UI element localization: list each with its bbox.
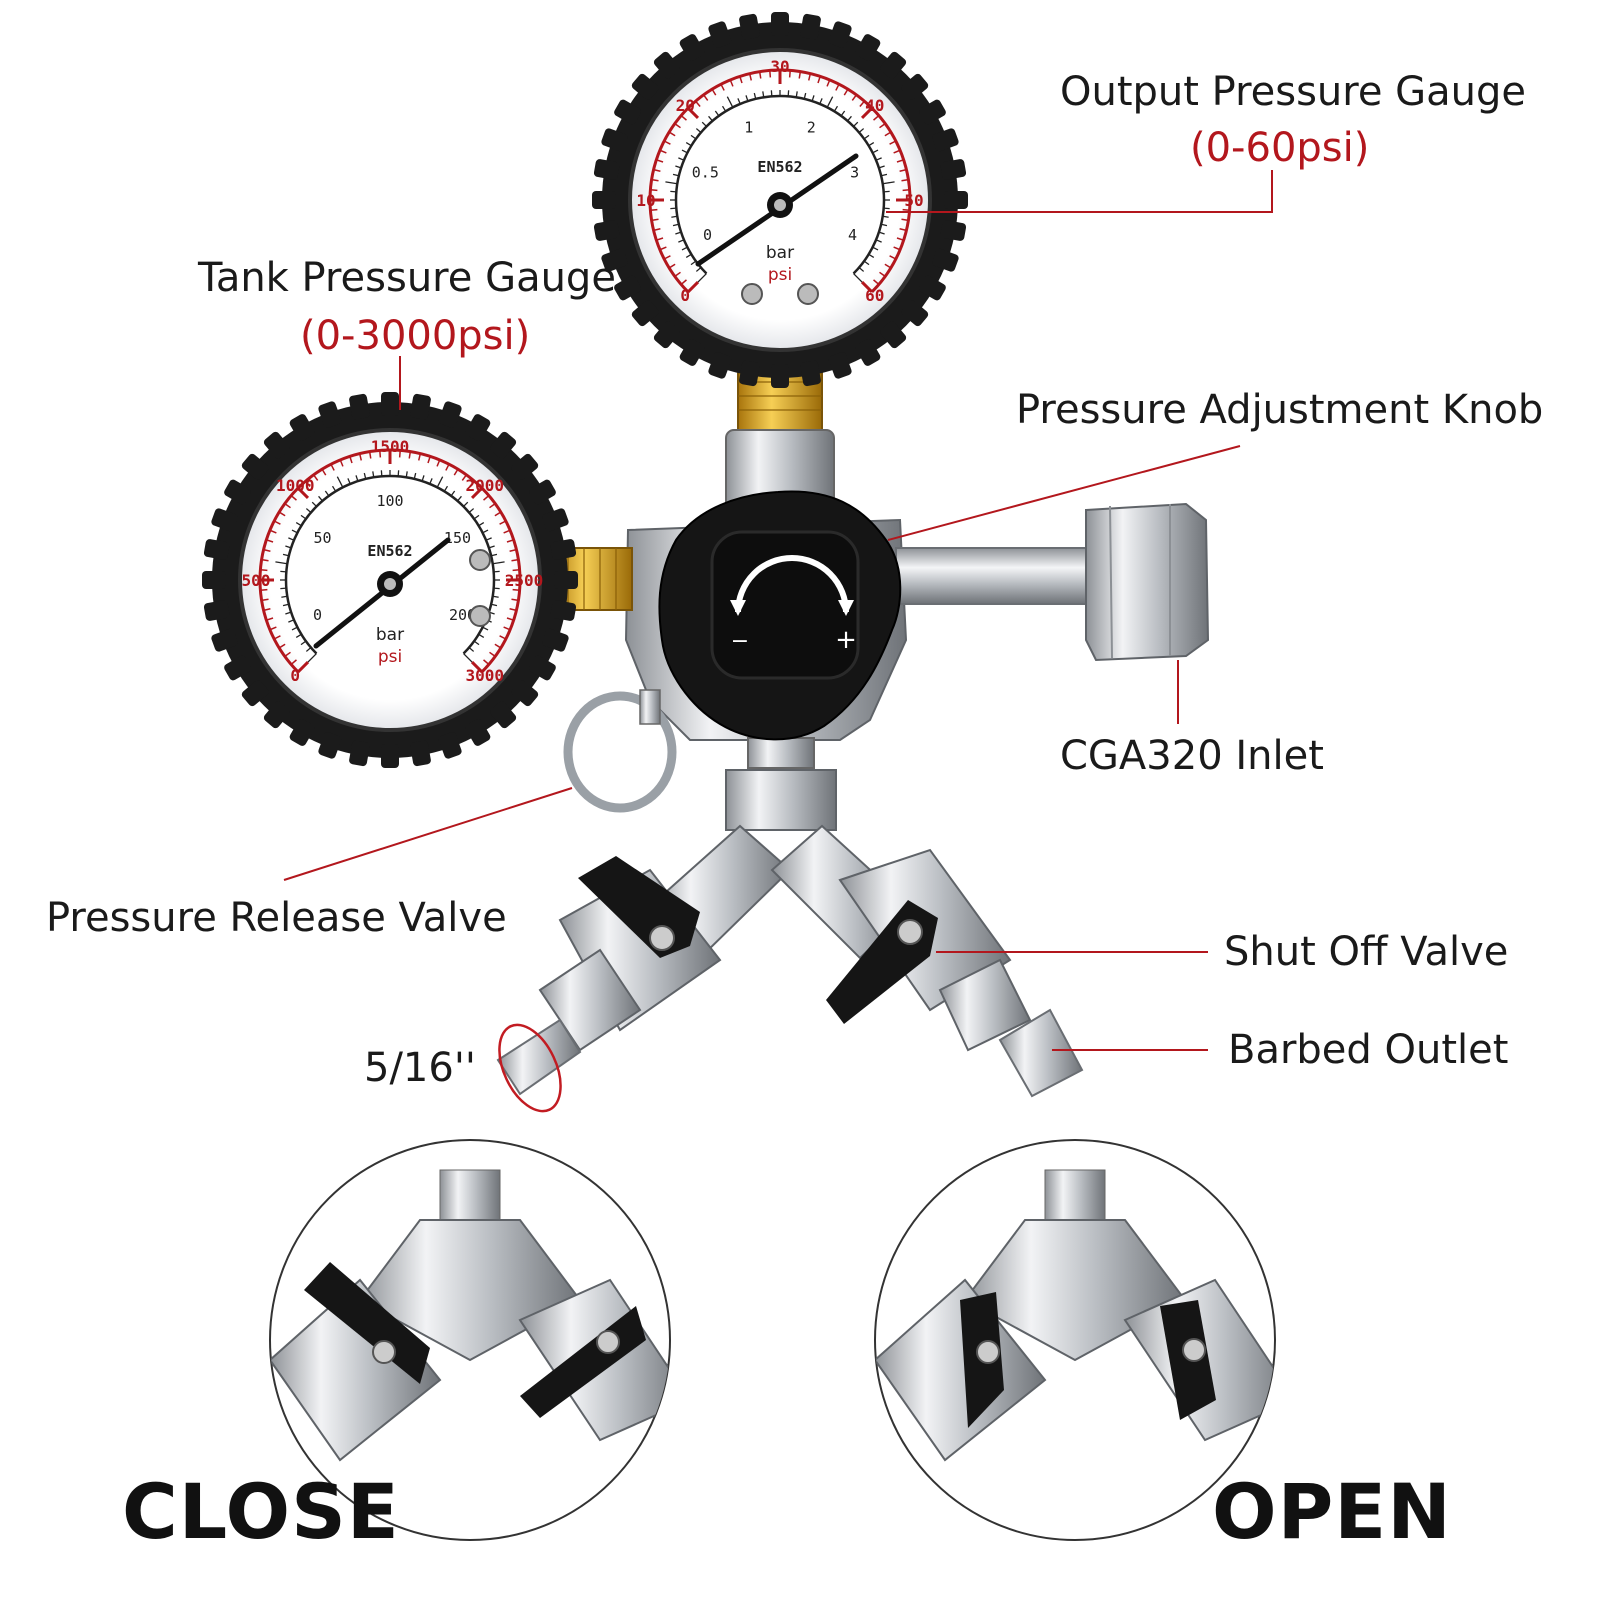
bar-tick	[671, 216, 677, 217]
psi-tick-label: 60	[865, 286, 884, 305]
bezel-tooth	[554, 571, 578, 589]
knob-minus-glyph: −	[731, 629, 749, 654]
psi-tick-label: 2500	[505, 571, 544, 590]
bar-tick	[281, 596, 287, 597]
psi-tick-label: 0	[290, 666, 300, 685]
bar-tick-label: 50	[313, 529, 331, 547]
bar-tick-label: 3	[850, 163, 859, 181]
psi-tick-label: 20	[676, 96, 695, 115]
callout-line-release-valve	[284, 788, 572, 880]
bezel-tooth	[381, 744, 399, 768]
output-gauge-unit-bar: bar	[766, 243, 794, 263]
output-gauge-model: EN562	[757, 158, 802, 176]
output-pressure-gauge: 0 10 20 30 40 50 60 0 0.5 1 2 3 4 EN562 bar psi	[592, 12, 968, 388]
bar-tick	[373, 471, 374, 477]
close-label: CLOSE	[122, 1474, 400, 1550]
bar-tick-label: 4	[848, 226, 857, 244]
barb-size-label: 5/16''	[364, 1048, 476, 1088]
bezel-tooth	[944, 191, 968, 209]
bezel-tooth	[592, 191, 616, 209]
bar-tick-label: 0.5	[692, 163, 719, 181]
knob-label: Pressure Adjustment Knob	[1016, 390, 1543, 430]
bezel-tooth	[381, 392, 399, 416]
psi-tick-label: 40	[865, 96, 884, 115]
release-valve-label: Pressure Release Valve	[46, 898, 507, 938]
psi-tick	[790, 70, 791, 77]
bar-tick	[493, 596, 499, 597]
bar-tick-label: 100	[376, 492, 403, 510]
psi-tick-label: 1500	[371, 437, 410, 456]
bar-tick	[763, 91, 764, 97]
psi-tick-label: 30	[770, 57, 789, 76]
bezel-tooth	[771, 364, 789, 388]
tank-gauge-label: Tank Pressure Gauge	[198, 258, 616, 298]
inlet-label: CGA320 Inlet	[1060, 736, 1324, 776]
psi-tick-label: 50	[904, 191, 923, 210]
output-gauge-label: Output Pressure Gauge	[1060, 72, 1526, 112]
bar-tick-label: 0	[313, 606, 322, 624]
tank-gauge-unit-psi: psi	[378, 647, 402, 667]
output-gauge-range: (0-60psi)	[1190, 128, 1369, 168]
tank-gauge-range: (0-3000psi)	[300, 316, 530, 356]
psi-tick-label: 3000	[465, 666, 504, 685]
psi-tick-label: 2000	[465, 476, 504, 495]
bezel-tooth	[771, 12, 789, 36]
bar-tick	[406, 471, 407, 477]
psi-tick-label: 500	[242, 571, 271, 590]
open-label: OPEN	[1212, 1474, 1452, 1550]
knob-plus-glyph: +	[835, 625, 857, 655]
bar-tick-label: 0	[703, 226, 712, 244]
psi-tick-label: 1000	[276, 476, 315, 495]
bezel-tooth	[202, 571, 226, 589]
barbed-outlet-label: Barbed Outlet	[1228, 1030, 1508, 1070]
bar-tick-label: 2	[807, 118, 816, 136]
psi-tick-label: 0	[680, 286, 690, 305]
bar-tick	[883, 216, 889, 217]
bar-tick-label: 1	[744, 118, 753, 136]
tank-gauge-model: EN562	[367, 542, 412, 560]
psi-tick-label: 10	[636, 191, 655, 210]
shutoff-valve-label: Shut Off Valve	[1224, 932, 1508, 972]
tank-gauge-unit-bar: bar	[376, 625, 404, 645]
output-gauge-unit-psi: psi	[768, 265, 792, 285]
bar-tick	[796, 91, 797, 97]
